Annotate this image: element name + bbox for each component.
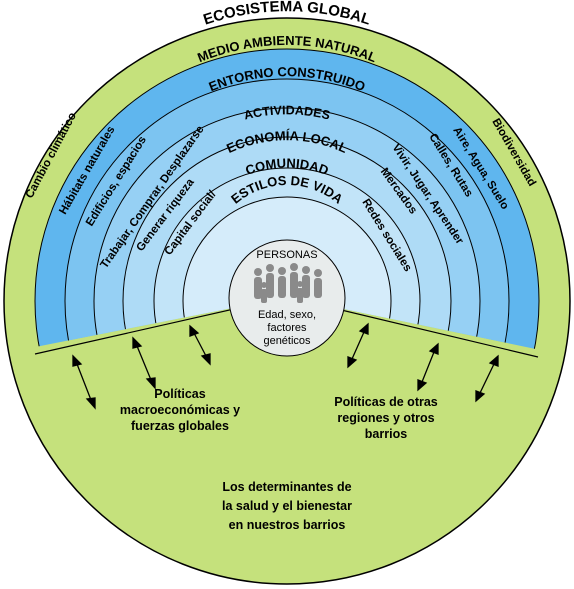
footer-line-1: Los determinantes de bbox=[222, 480, 351, 494]
policies-right-3: barrios bbox=[365, 427, 407, 441]
center-line-1: Edad, sexo, bbox=[258, 309, 316, 321]
arrow-icon bbox=[132, 336, 156, 390]
arrow-icon bbox=[417, 342, 439, 392]
arrows bbox=[72, 322, 499, 410]
arrow-icon bbox=[347, 322, 369, 369]
center-line-3: genéticos bbox=[263, 335, 311, 347]
policies-left-3: fuerzas globales bbox=[131, 419, 229, 433]
activities-title: ACTIVIDADES bbox=[242, 103, 331, 122]
arrow-icon bbox=[72, 354, 96, 410]
center-line-2: factores bbox=[267, 322, 307, 334]
arrow-icon bbox=[475, 354, 499, 403]
policies-left-1: Políticas bbox=[154, 387, 205, 401]
footer-line-2: la salud y el bienestar bbox=[222, 499, 352, 513]
footer-line-3: en nuestros barrios bbox=[229, 518, 346, 532]
center-title: PERSONAS bbox=[256, 249, 317, 261]
policies-right-1: Políticas de otras bbox=[334, 395, 438, 409]
people-silhouettes-icon bbox=[254, 263, 322, 303]
community-title: COMUNIDAD bbox=[243, 155, 330, 178]
arrow-icon bbox=[189, 324, 211, 366]
policies-right-2: regiones y otros bbox=[337, 411, 434, 425]
policies-left-2: macroeconómicas y bbox=[120, 403, 240, 417]
